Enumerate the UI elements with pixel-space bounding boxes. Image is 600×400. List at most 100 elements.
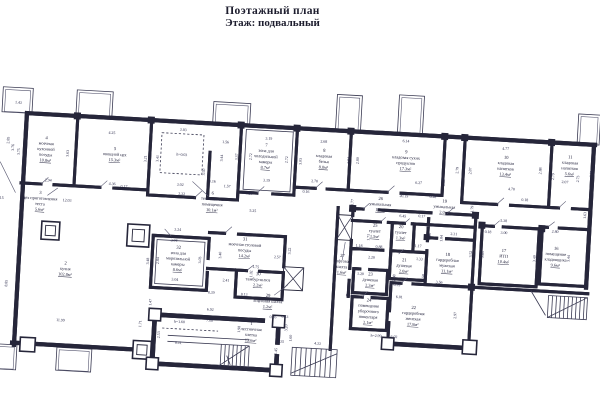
dimension-label: 3.19 bbox=[263, 178, 270, 182]
room-label-5: 5овощной цех15.3м² bbox=[102, 145, 127, 163]
dimension-label: 3.20 bbox=[284, 324, 288, 331]
dimension-label: 2.57 bbox=[274, 255, 281, 259]
dimension-label: 2.87 bbox=[468, 167, 472, 174]
dimension-label: 3.37 bbox=[235, 153, 239, 160]
dimension-label: 0.17 bbox=[120, 184, 127, 188]
dimension-label: 0.26 bbox=[269, 315, 276, 319]
dimension-label: 4.25 bbox=[108, 131, 115, 135]
dimension-label: 2.91 bbox=[347, 157, 351, 164]
dimension-label: 0.11 bbox=[175, 341, 182, 345]
dimension-label: 4.33 bbox=[314, 342, 321, 346]
dimension-label: 3.48 bbox=[146, 258, 150, 265]
dimension-label: 3.02 bbox=[177, 183, 184, 187]
dimension-label: 1.33 bbox=[416, 257, 423, 261]
dimension-label: 6.92 bbox=[207, 307, 214, 311]
dimension-label: 0.13 bbox=[281, 315, 288, 319]
exterior-stairs-bottom-right bbox=[530, 290, 588, 321]
dimension-label: 12.03 bbox=[63, 198, 72, 202]
dimension-label: 2.07 bbox=[561, 180, 568, 184]
dimension-label: 4.36 bbox=[109, 182, 116, 186]
dimension-label: 2.68 bbox=[320, 140, 327, 144]
technical-room-dashed-zone bbox=[159, 132, 219, 332]
dimension-label: 1.18 bbox=[356, 244, 363, 248]
elevator-shaft-27 bbox=[335, 214, 354, 241]
dimension-label: 8.85 bbox=[4, 280, 8, 287]
cold-room-lining bbox=[154, 128, 294, 287]
dimension-label: 7.00 bbox=[206, 318, 213, 322]
dimension-label: 3.04 bbox=[171, 238, 178, 242]
dimension-label: 2.88 bbox=[538, 167, 542, 174]
room-label-27: 27лифтоваяшахта1.6м² bbox=[333, 252, 351, 275]
middle-left-walls bbox=[148, 227, 288, 302]
interior-staircase bbox=[167, 334, 250, 368]
dimension-label: 1.60 bbox=[289, 335, 293, 342]
dimension-label: 1.75 bbox=[252, 265, 259, 269]
dimension-label: 2.80 bbox=[356, 157, 360, 164]
drawing-title: Поэтажный план Этаж: подвальный bbox=[0, 5, 545, 29]
dimension-label: 4.95 bbox=[243, 232, 250, 236]
dimension-label: 3.45 bbox=[481, 251, 485, 258]
dimension-label: 3.03 bbox=[180, 128, 187, 132]
dimension-label: 3.32 bbox=[178, 192, 185, 196]
dimension-label: 1.43 bbox=[15, 100, 22, 104]
dimension-label: 0.13 bbox=[241, 292, 248, 296]
dimension-label: 1.56 bbox=[222, 140, 229, 144]
dimension-label: 2.73 bbox=[576, 175, 580, 182]
exterior-stairs-bottom-center bbox=[290, 346, 338, 379]
dimension-label: 3.24 bbox=[174, 228, 181, 232]
dimension-label: 2.72 bbox=[249, 153, 253, 160]
room-label-30: 30тамбур-шлюз2.2м² bbox=[245, 271, 271, 289]
dimension-label: 3.61 bbox=[587, 254, 591, 261]
dimension-label: 3.63 bbox=[66, 150, 70, 157]
dimension-label: 2.72 bbox=[285, 156, 289, 163]
dimension-label: 3.21 bbox=[143, 155, 147, 162]
room-label-24: 24помещениеуборочногоинвентаря2.1м² bbox=[357, 297, 380, 326]
dimension-label: 3.44 bbox=[566, 255, 570, 262]
dimension-label: 3.40 bbox=[532, 255, 536, 262]
dimension-label: 1.71 bbox=[138, 320, 142, 327]
dimension-label: 1.77 bbox=[350, 199, 354, 206]
room-label-16: 16помещениекладовщика9.6м² bbox=[544, 245, 567, 268]
dimension-label: 0.18 bbox=[521, 198, 528, 202]
dimension-label: 0.16 bbox=[302, 190, 309, 194]
dimension-label: 0.17 bbox=[418, 214, 425, 218]
elevator-shaft-29 bbox=[282, 266, 305, 292]
dimension-label: 11.99 bbox=[56, 318, 65, 322]
room-label-2: 2кухня102.8м² bbox=[58, 260, 73, 277]
dimension-label: 6.02 bbox=[391, 335, 398, 339]
dimension-label: 3.44 bbox=[220, 154, 224, 161]
dimension-label: 1.57 bbox=[224, 184, 231, 188]
columns bbox=[18, 112, 556, 378]
dimension-label: 20.19 bbox=[399, 194, 408, 198]
dimension-label: 3.41 bbox=[155, 155, 159, 162]
stairwell-walls bbox=[149, 312, 471, 382]
dimension-label: 1.79 bbox=[470, 206, 474, 213]
dimension-label: 0.99 bbox=[393, 283, 400, 287]
dimension-label: 0.17 bbox=[538, 230, 545, 234]
dimension-label: 1.63 bbox=[583, 212, 587, 219]
dimension-label: 2.20 bbox=[368, 255, 375, 259]
dimension-label: 6.45 bbox=[399, 214, 406, 218]
dimension-label: 3.04 bbox=[171, 277, 178, 281]
room-label-26: 26умывальная1.9м² bbox=[369, 195, 392, 212]
room-label-25: 25туалет1.5м² bbox=[369, 222, 382, 239]
dimension-label: 1.98 bbox=[237, 326, 241, 333]
dimension-label: 7.12 bbox=[332, 278, 336, 285]
dimension-label: h=0.03 bbox=[176, 153, 187, 158]
dimension-label: 0.35 bbox=[277, 339, 284, 343]
dimension-label: 1.48 bbox=[427, 233, 431, 240]
title-line-2: Этаж: подвальный bbox=[225, 17, 320, 29]
dimension-label: 1.02 bbox=[249, 270, 253, 277]
dimension-label: 2.70 bbox=[311, 179, 318, 183]
room-label-21: 21душевая2.0м² bbox=[396, 257, 412, 274]
dimension-label: 2.58 bbox=[421, 274, 425, 281]
room-label-3: 3цех приготовлениятеста5.6м² bbox=[22, 189, 58, 213]
dimension-label: 0.26 bbox=[245, 191, 252, 195]
dimension-label: 8.39 bbox=[208, 290, 215, 294]
dimension-label: 0.16 bbox=[346, 293, 353, 297]
dimension-label: 2.31 bbox=[450, 232, 457, 236]
dimension-label: 2.97 bbox=[453, 312, 457, 319]
plan-labels: 2кухня102.8м² 3цех приготовлениятеста5.6м… bbox=[0, 100, 594, 354]
dimension-label: 2.91 bbox=[589, 170, 593, 177]
